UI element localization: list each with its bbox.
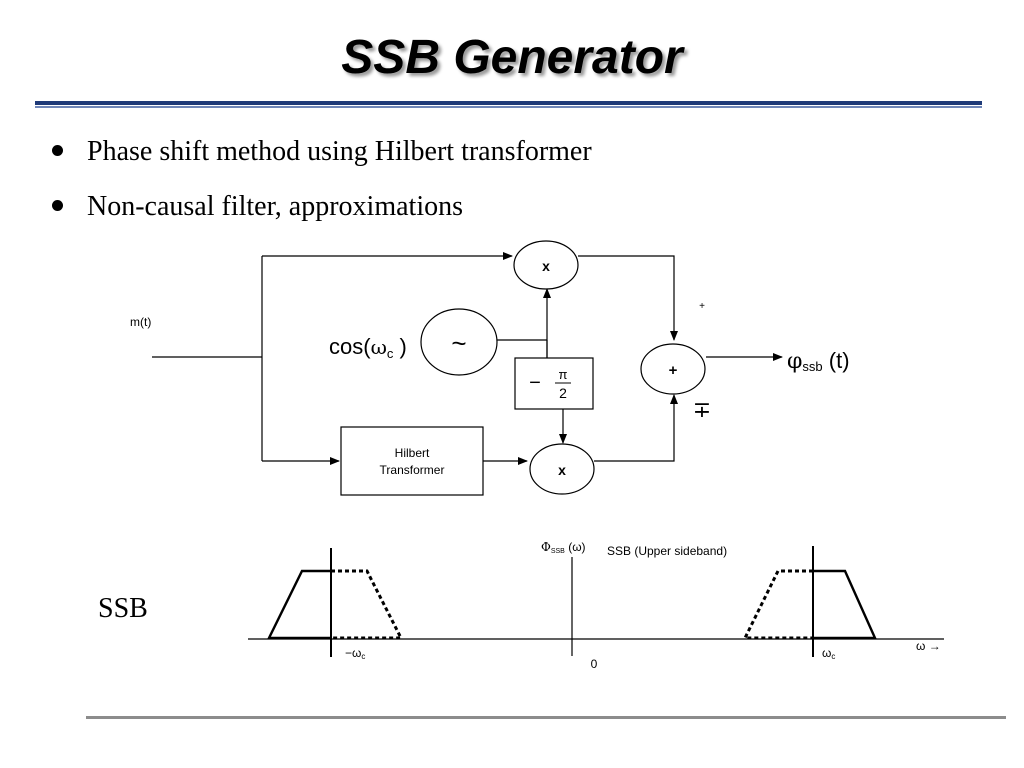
oscillator-label: cos(ωc ): [329, 334, 407, 361]
output-label: φssb (t): [787, 348, 850, 374]
phase-sign: −: [529, 372, 541, 394]
oscillator-omega: ω: [371, 335, 387, 359]
output-phi: φ: [787, 349, 802, 374]
top-multiplier-label: x: [542, 258, 550, 274]
top-multiplier-circle: [513, 240, 579, 290]
top-to-summer: [578, 255, 678, 341]
hilbert-label-line2: Transformer: [380, 463, 445, 477]
bottom-multiplier-label: x: [558, 462, 566, 478]
tick-zero: 0: [591, 657, 598, 671]
tick-neg-prefix: −ω: [345, 646, 361, 660]
neg-upper-sideband: [267, 569, 331, 640]
bottom-to-summer: [594, 394, 678, 462]
bullet-dot-icon: [52, 145, 63, 157]
ylabel-sub: SSB: [551, 548, 565, 555]
input-label: m(t): [130, 315, 151, 329]
sign-top: +: [699, 301, 705, 312]
neg-suppressed-sideband: [331, 569, 404, 640]
summer-label: +: [669, 362, 678, 379]
oscillator-prefix: cos(: [329, 334, 371, 359]
output-sub: ssb: [802, 359, 822, 374]
oscillator-sub: c: [387, 346, 394, 361]
frequency-axis-label: ω →: [916, 639, 941, 653]
bullet-text: Phase shift method using Hilbert transfo…: [87, 136, 592, 167]
pos-suppressed-sideband: [742, 569, 813, 640]
phase-shift-box: [514, 357, 594, 410]
oscillator-suffix: ): [393, 334, 406, 359]
phase-denominator: 2: [559, 385, 567, 401]
title-divider: [35, 101, 982, 105]
tick-neg-carrier: −ωc: [345, 646, 365, 661]
sign-bottom: ∓: [693, 397, 711, 422]
output-suffix: (t): [823, 348, 850, 373]
bullet-item: Phase shift method using Hilbert transfo…: [52, 136, 592, 168]
pos-upper-sideband: [813, 569, 877, 640]
bullet-dot-icon: [52, 200, 63, 212]
bullet-item: Non-causal filter, approximations: [52, 191, 463, 223]
tick-pos-carrier: ωc: [822, 646, 835, 661]
ylabel-suffix: (ω): [565, 540, 586, 554]
title-divider-thin: [35, 106, 982, 108]
hilbert-label-line1: Hilbert: [395, 446, 430, 460]
summer-circle: [640, 343, 706, 395]
oscillator-symbol: ~: [451, 328, 466, 358]
footer-divider: [86, 716, 1006, 719]
bottom-multiplier-circle: [529, 443, 595, 495]
spectrum-caption: SSB (Upper sideband): [607, 544, 727, 558]
ylabel-phi: Φ: [541, 540, 551, 554]
bullet-text: Non-causal filter, approximations: [87, 191, 463, 222]
tick-neg-sub: c: [361, 652, 365, 661]
slide-title: SSB Generator: [341, 31, 683, 84]
hilbert-box: [340, 426, 484, 496]
spectrum-label: SSB: [98, 593, 148, 624]
tick-pos-sub: c: [831, 652, 835, 661]
oscillator-circle: [420, 308, 498, 376]
tick-pos-omega: ω: [822, 646, 831, 660]
phase-numerator: π: [559, 367, 568, 382]
spectrum-ylabel: ΦSSB (ω): [541, 540, 586, 555]
